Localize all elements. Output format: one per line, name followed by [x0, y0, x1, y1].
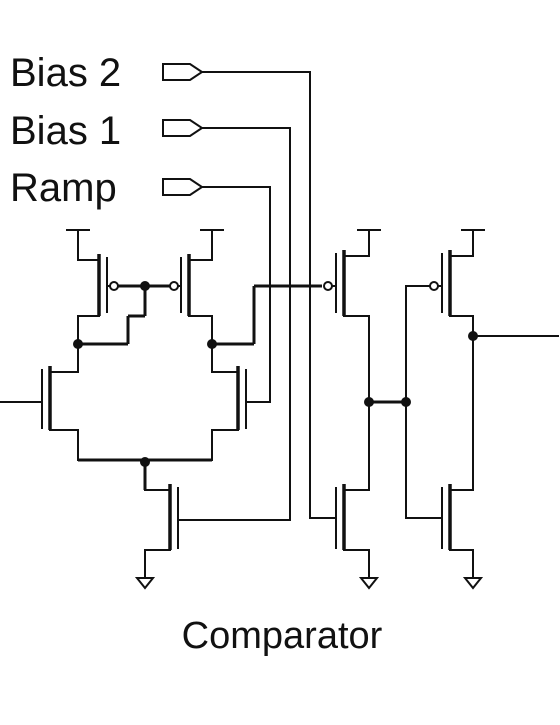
- diagram-caption: Comparator: [182, 615, 383, 657]
- diff-common-source: [78, 457, 212, 490]
- stage2-output-wire: [364, 285, 443, 519]
- bias1-wire: [179, 127, 291, 521]
- bias2-label: Bias 2: [10, 51, 121, 95]
- ramp-label: Ramp: [10, 166, 117, 210]
- bias2-input-pin[interactable]: [162, 63, 204, 81]
- nmos-stage2: [333, 484, 380, 590]
- ramp-input-pin[interactable]: [162, 178, 204, 196]
- bias2-wire: [201, 71, 335, 519]
- nmos-diff-left: [0, 343, 79, 461]
- stage1-output-wire: [207, 284, 322, 349]
- nmos-diff-right: [211, 343, 257, 461]
- comparator-output: [468, 331, 559, 341]
- bias1-input-pin[interactable]: [162, 119, 204, 137]
- ground-symbol: [134, 577, 156, 590]
- pmos-mirror-right: [169, 229, 224, 345]
- pmos-stage3: [429, 229, 485, 491]
- nmos-tail: [134, 484, 181, 590]
- pmos-stage2: [323, 229, 381, 491]
- ramp-wire: [201, 186, 271, 403]
- pmos-mirror-left: [66, 229, 119, 345]
- nmos-stage3: [441, 484, 484, 590]
- bias1-label: Bias 1: [10, 109, 121, 153]
